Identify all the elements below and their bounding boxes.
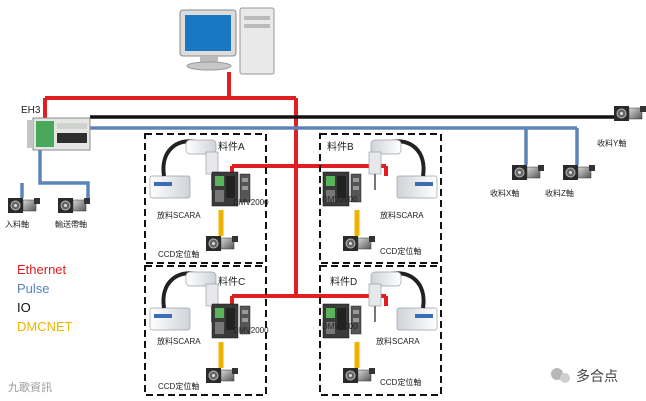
recv-y-axis-label: 收料Y軸 <box>597 139 627 148</box>
legend-ethernet: Ethernet <box>17 262 67 277</box>
cell-b-scara-label: 放料SCARA <box>380 211 424 220</box>
legend-io: IO <box>17 300 31 315</box>
recv-z-axis-label: 收料Z軸 <box>545 189 574 198</box>
scara-robot-c <box>148 270 220 332</box>
ethernet-lines <box>43 72 388 306</box>
cell-d-dmv-label: DMV2000 <box>322 322 358 331</box>
dmcnet-lines <box>218 210 360 368</box>
watermark-right: 多合点 <box>576 368 618 384</box>
cell-d-title: 料件D <box>330 277 358 288</box>
computer-icon <box>179 7 275 75</box>
dmv2000-unit-d <box>322 303 362 339</box>
cell-c-box <box>144 265 267 396</box>
legend-pulse: Pulse <box>17 281 50 296</box>
cell-b-box <box>319 133 442 264</box>
cell-b-dmv-label: DMV2000 <box>322 195 358 204</box>
pulse-lines <box>20 126 579 198</box>
cell-b-title: 料件B <box>327 142 354 153</box>
cell-c-scara-label: 放料SCARA <box>157 337 201 346</box>
cell-a-box <box>144 133 267 264</box>
wechat-icon <box>551 368 570 383</box>
ccd-motor-b <box>342 235 376 252</box>
cell-a-scara-label: 放料SCARA <box>157 211 201 220</box>
watermark-left: 九歌資訊 <box>8 382 52 394</box>
scara-robot-b <box>367 138 439 200</box>
cell-d-scara-label: 放料SCARA <box>376 337 420 346</box>
ccd-motor-c <box>205 367 239 384</box>
scara-robot-d <box>367 270 439 332</box>
recv-z-axis-motor <box>562 164 596 181</box>
conveyor-axis-motor <box>57 197 91 214</box>
cell-c-ccd-label: CCD定位軸 <box>158 382 200 391</box>
cell-d-box <box>319 265 442 396</box>
cell-c-dmv-label: DMV2000 <box>233 326 269 335</box>
recv-y-axis-motor <box>613 105 646 122</box>
legend-dmcnet: DMCNET <box>17 319 73 334</box>
ccd-motor-d <box>342 367 376 384</box>
cell-b-ccd-label: CCD定位軸 <box>380 247 422 256</box>
recv-x-axis-label: 收料X軸 <box>490 189 520 198</box>
conveyor-axis-label: 輸送帶軸 <box>55 220 87 229</box>
feed-axis-label: 入料軸 <box>5 220 29 229</box>
cell-c-title: 料件C <box>218 277 246 288</box>
ccd-motor-a <box>205 235 239 252</box>
plc-label: EH3 <box>21 105 41 116</box>
cell-a-dmv-label: DMV2000 <box>233 198 269 207</box>
plc-controller <box>27 117 91 151</box>
cell-d-ccd-label: CCD定位軸 <box>380 378 422 387</box>
scara-robot-a <box>148 138 220 200</box>
feed-axis-motor <box>7 197 41 214</box>
recv-x-axis-motor <box>511 164 545 181</box>
cell-a-title: 料件A <box>218 142 245 153</box>
cell-a-ccd-label: CCD定位軸 <box>158 250 200 259</box>
